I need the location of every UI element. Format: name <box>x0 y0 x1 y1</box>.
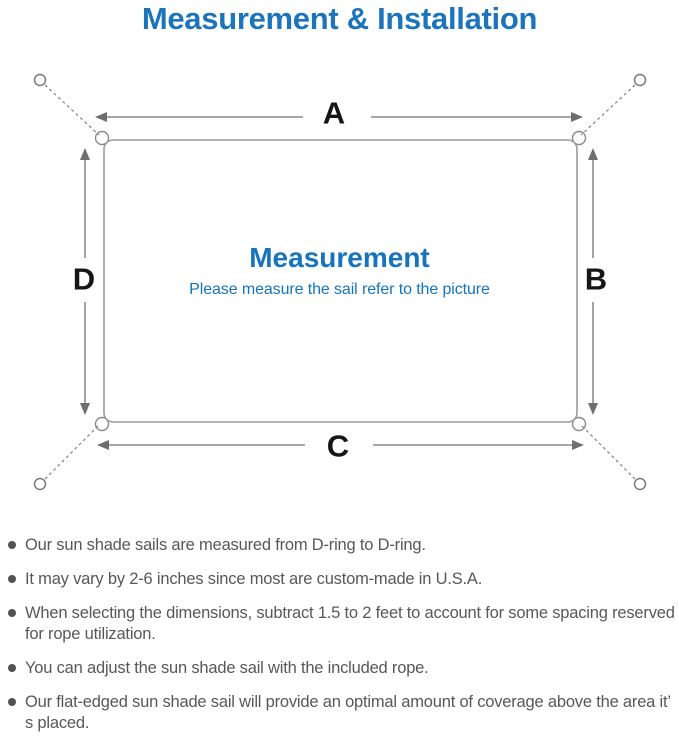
d-ring-top-right <box>571 130 587 146</box>
anchor-circle-bottom-right <box>633 477 647 491</box>
dimension-label-c: C <box>326 428 350 464</box>
page-title: Measurement & Installation <box>141 1 538 36</box>
bullet-icon <box>8 541 16 549</box>
anchor-circle-top-left <box>33 73 47 87</box>
note-text: Our sun shade sails are measured from D-… <box>25 536 426 554</box>
rope-lines <box>44 84 636 480</box>
dimension-arrows <box>80 112 598 450</box>
rope-line-top-left <box>44 84 100 136</box>
bullet-icon <box>8 698 16 706</box>
rope-line-bottom-right <box>580 424 636 480</box>
bullet-icon <box>8 664 16 672</box>
notes-list: Our sun shade sails are measured from D-… <box>8 535 677 739</box>
rope-line-top-right <box>580 84 636 136</box>
bullet-icon <box>8 609 16 617</box>
corner-d-rings <box>94 130 587 432</box>
note-text: When selecting the dimensions, subtract … <box>25 604 675 643</box>
sail-caption-subtitle: Please measure the sail refer to the pic… <box>189 281 490 299</box>
sail-caption: Measurement Please measure the sail refe… <box>0 243 679 299</box>
d-ring-bottom-right <box>571 416 587 432</box>
note-text: You can adjust the sun shade sail with t… <box>25 659 429 677</box>
rope-line-bottom-left <box>44 424 100 480</box>
sail-outline <box>103 139 578 423</box>
list-item: Our flat-edged sun shade sail will provi… <box>8 692 677 734</box>
list-item: Our sun shade sails are measured from D-… <box>8 535 677 556</box>
d-ring-bottom-left <box>94 416 110 432</box>
anchor-points <box>33 73 647 491</box>
dimension-label-b: B <box>584 261 608 297</box>
note-text: Our flat-edged sun shade sail will provi… <box>25 693 671 732</box>
anchor-circle-bottom-left <box>33 477 47 491</box>
dimension-label-d: D <box>72 261 96 297</box>
dimension-label-a: A <box>322 95 346 131</box>
anchor-circle-top-right <box>633 73 647 87</box>
sail-caption-title: Measurement <box>249 242 430 273</box>
note-text: It may vary by 2-6 inches since most are… <box>25 570 483 588</box>
list-item: You can adjust the sun shade sail with t… <box>8 658 677 679</box>
bullet-icon <box>8 575 16 583</box>
measurement-diagram <box>33 73 647 491</box>
list-item: When selecting the dimensions, subtract … <box>8 603 677 645</box>
list-item: It may vary by 2-6 inches since most are… <box>8 569 677 590</box>
